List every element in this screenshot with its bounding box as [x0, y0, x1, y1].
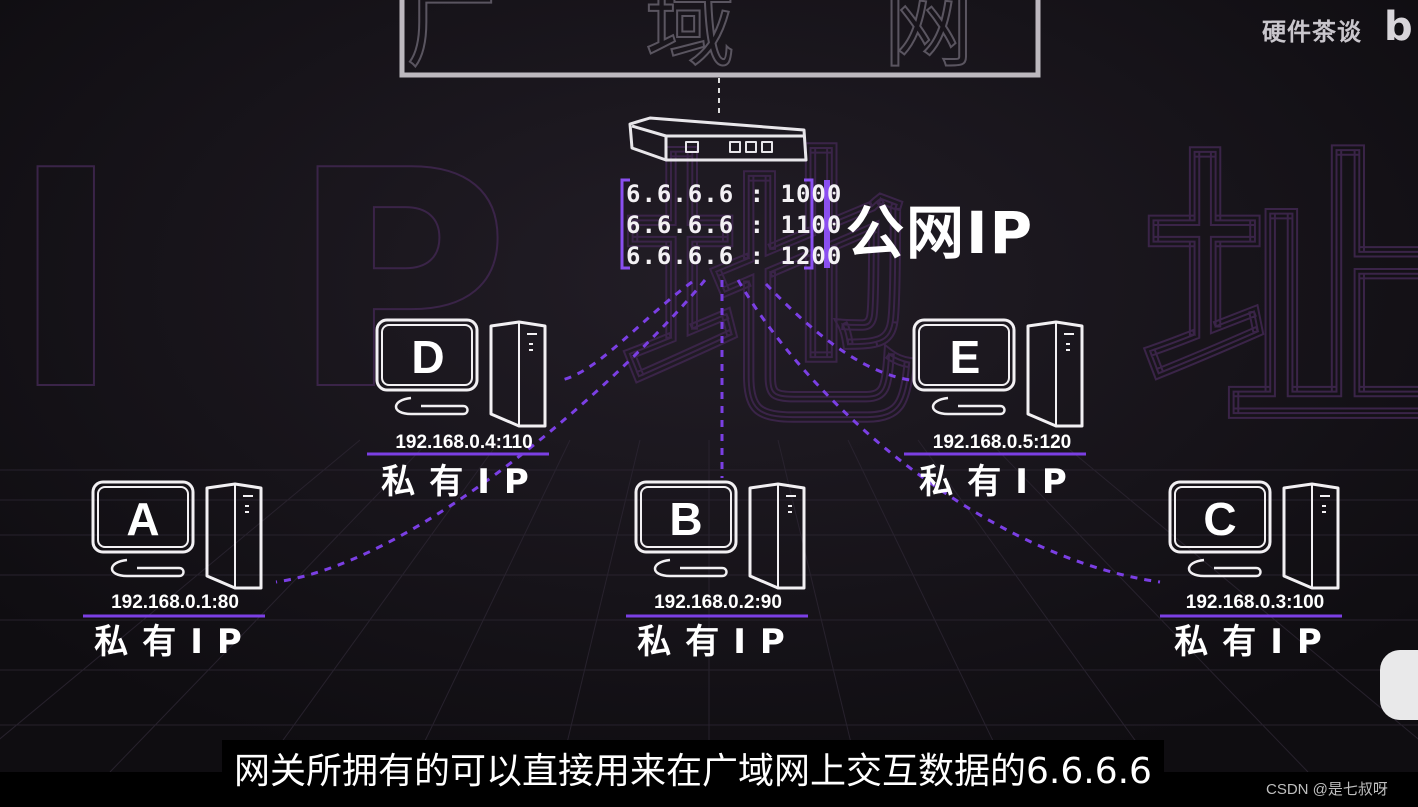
public-ip-label: 公网IP [846, 199, 1035, 267]
pc-letter-c: C [1203, 493, 1237, 545]
pc-type-a: 私有IP [94, 622, 256, 662]
pc-address-a: 192.168.0.1:80 [111, 592, 239, 613]
pc-address-c: 192.168.0.3:100 [1185, 592, 1325, 613]
pc-type-c: 私有IP [1174, 622, 1336, 662]
computer-icon-e [912, 318, 1084, 428]
computer-icon-b [634, 480, 806, 590]
wan-box-text: 广 域 网 [406, 0, 1033, 80]
wan-box: 广 域 网 [399, 0, 1041, 81]
gateway-port-2: 6.6.6.6 : 1100 [626, 211, 843, 239]
pc-type-e: 私有IP [919, 462, 1081, 502]
side-app-icon [1380, 650, 1418, 720]
pc-address-e: 192.168.0.5:120 [932, 432, 1072, 453]
credit-watermark: CSDN @是七叔呀 [1266, 781, 1388, 798]
computer-icon-a [91, 480, 263, 590]
computer-icon-d [375, 318, 547, 428]
bg-letter-p: P [290, 107, 510, 456]
link-c [736, 279, 1161, 584]
gateway-bracket [620, 178, 814, 270]
public-ip-accent-bar [824, 180, 830, 268]
subtitle-text: 网关所拥有的可以直接用来在广域网上交互数据的6.6.6.6 [222, 740, 1164, 796]
pc-letter-d: D [411, 331, 445, 383]
bg-letter-i: I [10, 107, 122, 456]
bg-char-zhi: 址 [1140, 122, 1418, 471]
pc-letter-a: A [126, 493, 160, 545]
bg-char-di: 地 [620, 122, 920, 471]
router-icon [628, 116, 808, 162]
pc-type-b: 私有IP [637, 622, 799, 662]
pc-letter-e: E [949, 331, 981, 383]
computer-icon-c [1168, 480, 1340, 590]
pc-letter-b: B [669, 493, 703, 545]
gateway-port-3: 6.6.6.6 : 1200 [626, 242, 843, 270]
pc-address-d: 192.168.0.4:110 [395, 432, 533, 453]
gateway-port-1: 6.6.6.6 : 1000 [626, 180, 843, 208]
grid-floor [0, 439, 1418, 773]
link-a [275, 279, 707, 584]
link-e [764, 282, 911, 382]
pc-address-b: 192.168.0.2:90 [654, 592, 782, 613]
links [275, 279, 1161, 584]
channel-watermark: 硬件茶谈 [1262, 18, 1362, 46]
bilibili-logo-icon: b [1384, 4, 1413, 50]
background-big-letters: I P 地 址 [9, 106, 1418, 472]
pc-type-d: 私有IP [381, 462, 543, 502]
